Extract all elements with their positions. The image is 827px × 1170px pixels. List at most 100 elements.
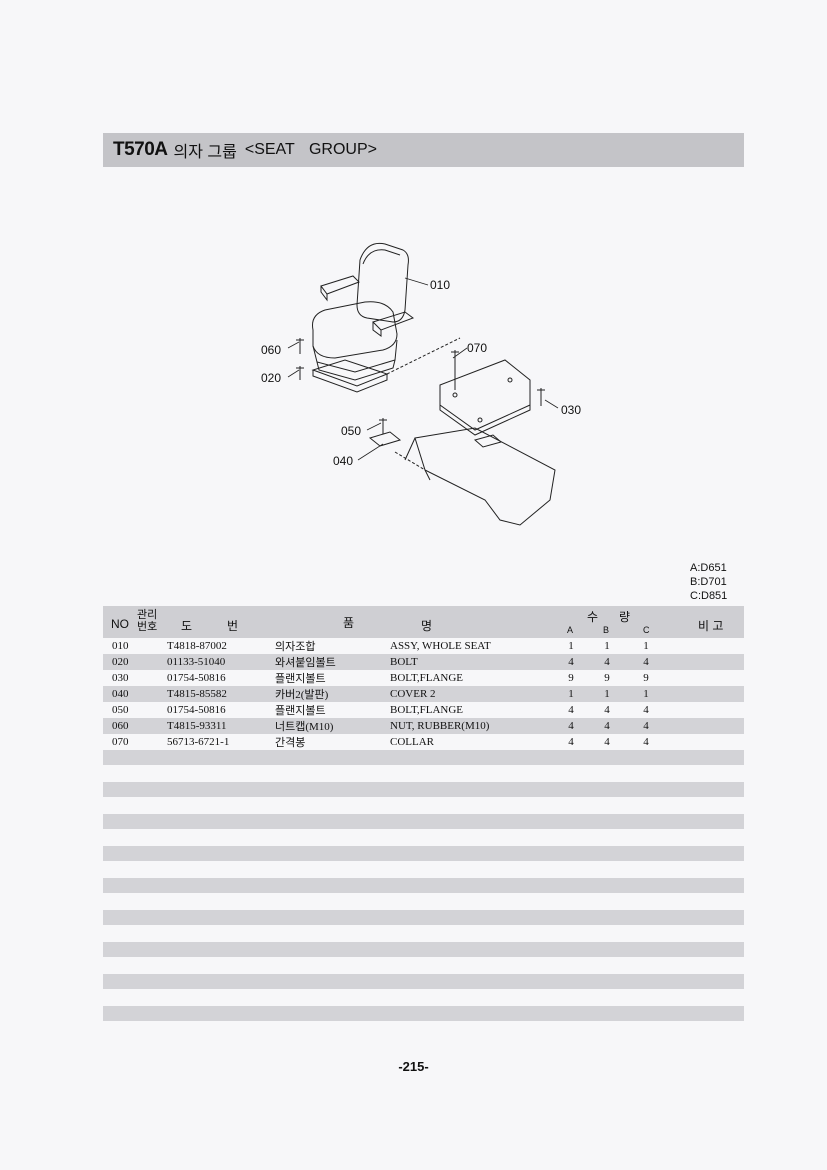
row-part-number: T4815-93311	[167, 720, 227, 732]
row-korean-name: 카버2(발판)	[275, 689, 329, 701]
row-qty-a: 4	[568, 656, 574, 668]
header-qty-b: B	[603, 625, 610, 635]
row-part-number: T4818-87002	[167, 640, 227, 652]
group-korean-name: 의자 그룹	[173, 144, 237, 161]
model-name: T570A	[113, 139, 168, 160]
table-row: 040 T4815-85582 카버2(발판) COVER 2 1 1 1	[103, 686, 744, 702]
callout-010: 010	[430, 278, 450, 292]
group-english-name: <SEAT GROUP>	[244, 141, 377, 158]
header-qty-c: C	[643, 625, 650, 635]
row-part-number: 01133-51040	[167, 656, 226, 668]
row-qty-c: 9	[643, 672, 649, 684]
row-qty-a: 1	[568, 640, 574, 652]
row-korean-name: 의자조합	[275, 641, 316, 653]
row-english-name: ASSY, WHOLE SEAT	[390, 640, 491, 652]
variant-a: A:D651	[690, 562, 727, 574]
row-korean-name: 너트캡(M10)	[275, 721, 334, 733]
row-no: 020	[112, 656, 129, 668]
table-row: 070 56713-6721-1 간격봉 COLLAR 4 4 4	[103, 734, 744, 750]
callout-070: 070	[467, 341, 487, 355]
row-english-name: BOLT	[390, 656, 418, 668]
table-row: 060 T4815-93311 너트캡(M10) NUT, RUBBER(M10…	[103, 718, 744, 734]
empty-row-stripe	[103, 814, 744, 829]
row-qty-c: 1	[643, 640, 649, 652]
row-no: 040	[112, 688, 129, 700]
empty-row-stripe	[103, 942, 744, 957]
table-row: 050 01754-50816 플랜지볼트 BOLT,FLANGE 4 4 4	[103, 702, 744, 718]
header-remarks: 비 고	[698, 619, 724, 633]
row-qty-c: 1	[643, 688, 649, 700]
row-english-name: COVER 2	[390, 688, 436, 700]
empty-row-stripe	[103, 910, 744, 925]
variant-c: C:D851	[690, 590, 728, 602]
row-english-name: COLLAR	[390, 736, 434, 748]
row-qty-b: 4	[604, 736, 610, 748]
header-drawing-1: 도	[181, 619, 193, 633]
header-qty-1: 수	[587, 610, 599, 624]
header-no: NO	[111, 617, 129, 631]
row-no: 050	[112, 704, 129, 716]
callout-060: 060	[261, 343, 281, 357]
table-row: 010 T4818-87002 의자조합 ASSY, WHOLE SEAT 1 …	[103, 638, 744, 654]
row-qty-c: 4	[643, 704, 649, 716]
row-qty-a: 4	[568, 704, 574, 716]
callout-050: 050	[341, 424, 361, 438]
header-qty-a: A	[567, 625, 574, 635]
row-qty-a: 1	[568, 688, 574, 700]
header-mgmt-top: 관리	[137, 609, 158, 621]
row-qty-a: 4	[568, 720, 574, 732]
parts-table-body: 010 T4818-87002 의자조합 ASSY, WHOLE SEAT 1 …	[103, 638, 744, 750]
seat-base	[312, 339, 398, 373]
row-no: 010	[112, 640, 129, 652]
empty-row-stripe	[103, 974, 744, 989]
variant-b: B:D701	[690, 576, 727, 588]
row-qty-b: 4	[604, 656, 610, 668]
row-qty-c: 4	[643, 720, 649, 732]
row-qty-b: 9	[604, 672, 610, 684]
row-korean-name: 간격봉	[275, 737, 306, 749]
row-qty-b: 4	[604, 720, 610, 732]
row-part-number: 56713-6721-1	[167, 736, 230, 748]
row-qty-a: 9	[568, 672, 574, 684]
callout-040: 040	[333, 454, 353, 468]
seat-armrest-left	[320, 275, 360, 295]
page-number: -215-	[398, 1059, 429, 1074]
seat-exploded-diagram: 010 060 020 070 030 050 040	[261, 242, 581, 526]
row-qty-c: 4	[643, 736, 649, 748]
seat-backrest	[356, 242, 409, 323]
row-qty-b: 4	[604, 704, 610, 716]
model-variant-legend: A:D651 B:D701 C:D851	[690, 561, 727, 603]
callout-030: 030	[561, 403, 581, 417]
table-row: 020 01133-51040 와셔붙임볼트 BOLT 4 4 4	[103, 654, 744, 670]
empty-row-stripe	[103, 1006, 744, 1021]
header-qty-2: 량	[619, 610, 631, 624]
row-korean-name: 플랜지볼트	[275, 673, 326, 685]
header-mgmt-bottom: 번호	[137, 621, 158, 633]
row-korean-name: 와셔붙임볼트	[275, 657, 336, 669]
empty-row-stripe	[103, 782, 744, 797]
callout-020: 020	[261, 371, 281, 385]
header-drawing-2: 번	[227, 619, 239, 633]
row-english-name: BOLT,FLANGE	[390, 672, 464, 684]
row-no: 030	[112, 672, 129, 684]
row-qty-b: 1	[604, 640, 610, 652]
row-english-name: NUT, RUBBER(M10)	[390, 720, 490, 732]
empty-row-stripe	[103, 750, 744, 765]
row-qty-b: 1	[604, 688, 610, 700]
header-name-1: 품	[343, 616, 355, 630]
parts-table-header: NO 관리 번호 도 번 품 명 수 량 A B C 비 고	[103, 606, 744, 638]
row-part-number: 01754-50816	[167, 704, 226, 716]
floor-cover	[414, 427, 556, 526]
header-name-2: 명	[421, 619, 433, 633]
empty-row-stripe	[103, 846, 744, 861]
row-part-number: T4815-85582	[167, 688, 227, 700]
row-korean-name: 플랜지볼트	[275, 705, 326, 717]
seat-armrest-right	[372, 311, 415, 331]
row-no: 060	[112, 720, 129, 732]
row-part-number: 01754-50816	[167, 672, 226, 684]
row-english-name: BOLT,FLANGE	[390, 704, 464, 716]
seat-cushion	[312, 301, 398, 359]
empty-row-stripe	[103, 878, 744, 893]
table-row: 030 01754-50816 플랜지볼트 BOLT,FLANGE 9 9 9	[103, 670, 744, 686]
row-qty-a: 4	[568, 736, 574, 748]
